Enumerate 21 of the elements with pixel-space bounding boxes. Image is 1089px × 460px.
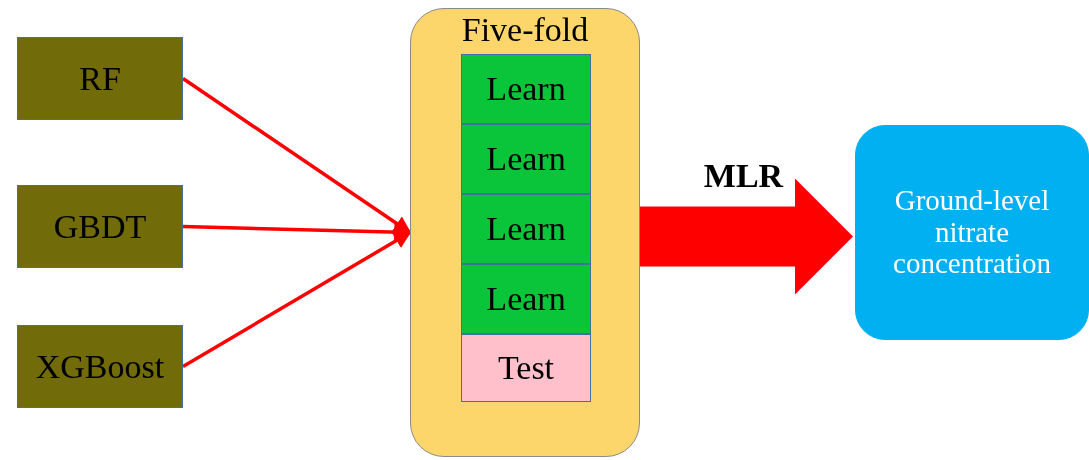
model-box bbox=[17, 185, 183, 268]
node-label: Learn bbox=[485, 210, 567, 248]
node-label: Ground-level nitrate concentration bbox=[892, 184, 1052, 281]
edge-label: MLR bbox=[703, 156, 784, 195]
node-label: Learn bbox=[485, 140, 567, 178]
node-label: Learn bbox=[485, 280, 567, 318]
node-label: RF bbox=[78, 59, 122, 98]
node-label: XGBoost bbox=[34, 347, 166, 386]
fold-title: Five-fold bbox=[460, 11, 590, 49]
test-cell bbox=[461, 334, 591, 402]
model-box bbox=[17, 325, 183, 408]
node-label: Learn bbox=[485, 70, 567, 108]
learn-cell bbox=[461, 264, 591, 334]
learn-cell bbox=[461, 54, 591, 124]
learn-cell bbox=[461, 194, 591, 264]
model-box bbox=[17, 37, 183, 120]
output-box bbox=[855, 125, 1089, 340]
node-label: Test bbox=[496, 349, 556, 387]
fold-container bbox=[410, 8, 640, 457]
learn-cell bbox=[461, 124, 591, 194]
node-label: GBDT bbox=[52, 207, 148, 246]
